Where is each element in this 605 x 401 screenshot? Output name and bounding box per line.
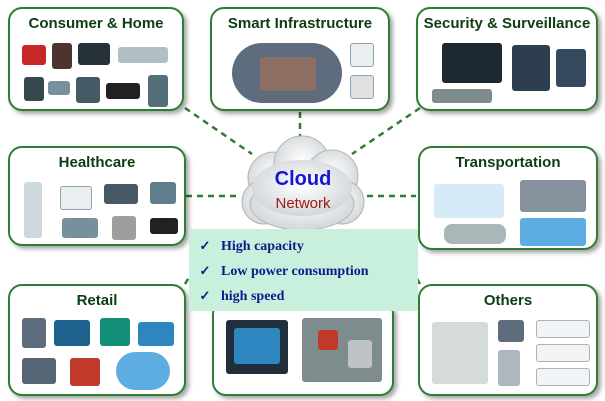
features-box: ✓ High capacity ✓ Low power consumption ✓ h… <box>189 229 418 311</box>
card-consumer-title: Consumer & Home <box>28 15 164 32</box>
vehicle-network-icon <box>428 178 588 246</box>
check-icon: ✓ <box>199 263 211 278</box>
card-retail-title: Retail <box>76 292 118 309</box>
card-smart-infrastructure: Smart Infrastructure <box>210 7 390 111</box>
card-retail: Retail <box>8 284 186 396</box>
card-healthcare-title: Healthcare <box>58 154 136 171</box>
smart-house-icon <box>220 39 380 103</box>
feature-item: ✓ high speed <box>189 283 418 308</box>
card-transportation-title: Transportation <box>455 154 561 171</box>
feature-label: High capacity <box>221 239 304 254</box>
card-others: Others <box>418 284 598 396</box>
industrial-panel-icon <box>222 316 384 386</box>
feature-item: ✓ Low power consumption <box>189 258 418 283</box>
feature-label: Low power consumption <box>221 264 369 279</box>
cctv-monitor-icon <box>426 39 588 103</box>
medical-devices-icon <box>18 178 178 240</box>
check-icon: ✓ <box>199 238 211 253</box>
card-infrastructure-title: Smart Infrastructure <box>227 15 373 32</box>
connector-consumer <box>184 106 253 156</box>
connector-security <box>351 106 421 156</box>
cloud-title: Cloud <box>274 168 332 190</box>
cloud-subtitle: Network <box>275 195 331 212</box>
card-healthcare: Healthcare <box>8 146 186 246</box>
misc-applications-icon <box>428 316 590 386</box>
card-consumer-home: Consumer & Home <box>8 7 184 111</box>
card-transportation: Transportation <box>418 146 598 250</box>
card-industrial <box>212 300 394 396</box>
store-shelves-icon <box>18 316 176 390</box>
feature-item: ✓ High capacity <box>189 233 418 258</box>
card-security-title: Security & Surveillance <box>423 15 591 32</box>
card-others-title: Others <box>483 292 533 309</box>
feature-label: high speed <box>221 289 285 304</box>
consumer-devices-icon <box>18 39 174 107</box>
check-icon: ✓ <box>199 288 211 303</box>
card-security-surveillance: Security & Surveillance <box>416 7 598 111</box>
